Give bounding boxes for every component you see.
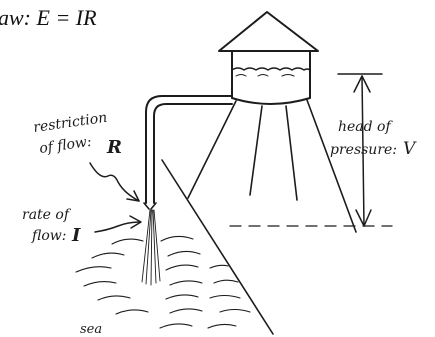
restriction-label-line2: of flow:: [38, 134, 92, 157]
law-equation: E = IR: [36, 5, 98, 30]
outlet-pipe: [143, 95, 233, 210]
sea-waves: [75, 235, 251, 329]
restriction-symbol-r: R: [106, 137, 122, 158]
rate-label-line1: rate of: [22, 207, 72, 223]
head-of-pressure-label: head of pressure: V: [330, 119, 417, 159]
head-label-line2: pressure:: [330, 142, 397, 158]
cliff-edge: [161, 159, 274, 335]
rate-symbol-i: I: [71, 225, 81, 246]
head-of-pressure-arrow: [337, 73, 383, 227]
tower-legs: [187, 99, 357, 233]
rate-label-line2: flow:: [31, 228, 66, 244]
law-title: aw: E = IR: [0, 5, 97, 30]
water-stream: [141, 209, 161, 286]
restriction-label-line1: restriction: [32, 110, 108, 136]
tower-roof: [218, 11, 319, 52]
head-symbol-v: V: [403, 139, 417, 159]
law-prefix: aw:: [0, 5, 37, 30]
restriction-label: restriction of flow: R: [32, 110, 122, 158]
head-label-line1: head of: [338, 119, 393, 135]
rate-of-flow-label: rate of flow: I: [22, 207, 81, 246]
sea-label: sea: [80, 322, 102, 337]
water-tank: [231, 50, 311, 105]
restriction-pointer-arrow: [89, 162, 140, 202]
rate-pointer-arrow: [94, 215, 142, 233]
